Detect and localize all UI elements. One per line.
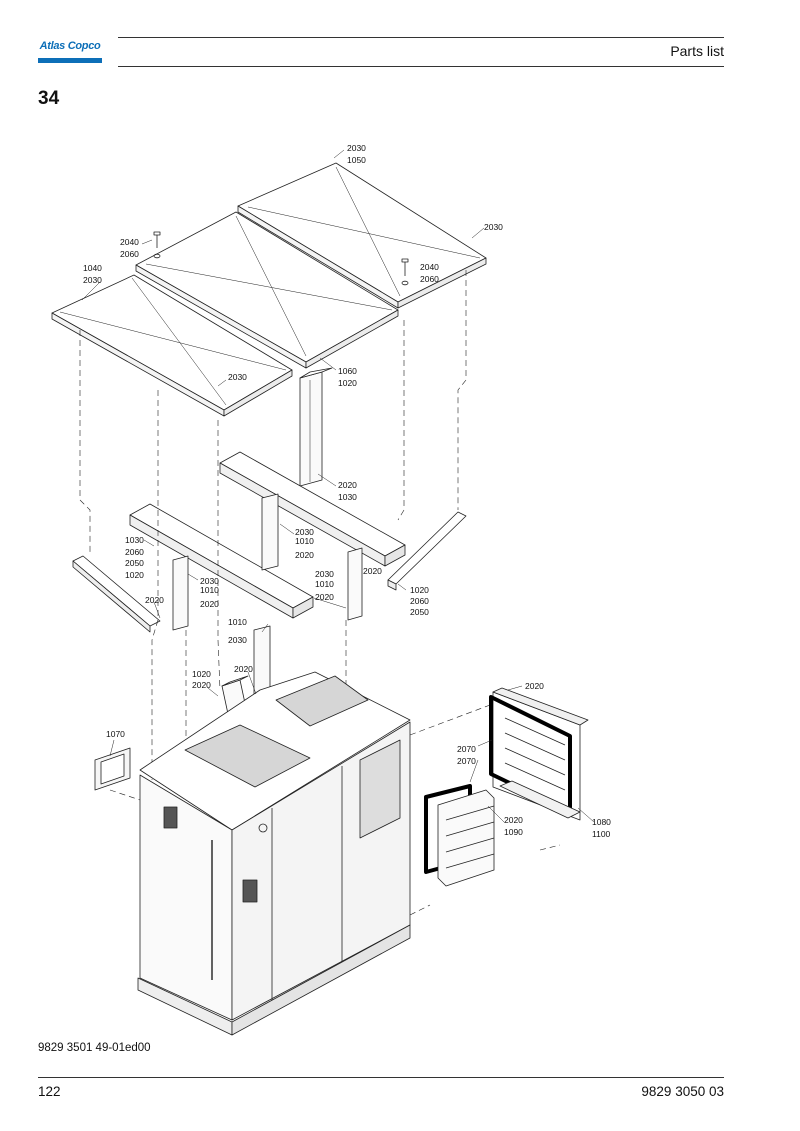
callout-2060: 2060 [120,249,139,259]
page-number: 122 [38,1084,61,1099]
callout-2030: 2030 [200,576,219,586]
callout-1080: 1080 [592,817,611,827]
section-number: 34 [38,88,60,109]
callout-1060: 1060 [338,366,357,376]
callout-2040: 2040 [120,237,139,247]
callout-2060: 2060 [420,274,439,284]
callout-2030: 2030 [83,275,102,285]
upper-beam [219,451,406,567]
roof-panel-right [237,162,487,309]
callout-2070: 2070 [457,744,476,754]
callout-1010: 1010 [295,536,314,546]
document-number: 9829 3050 03 [641,1084,724,1099]
callout-2020: 2020 [363,566,382,576]
atlas-copco-logo: Atlas Copco [38,36,102,66]
callout-2020: 2020 [192,680,211,690]
callout-labels: 2030 1050 2030 2040 2060 2040 2060 1040 … [83,143,611,839]
callout-1090: 1090 [504,827,523,837]
callout-1070: 1070 [106,729,125,739]
callout-1020: 1020 [192,669,211,679]
callout-1010: 1010 [200,585,219,595]
callout-2060: 2060 [410,596,429,606]
callout-2030: 2030 [484,222,503,232]
access-panel [94,747,131,791]
callout-1030: 1030 [125,535,144,545]
callout-2060: 2060 [125,547,144,557]
callout-2020: 2020 [295,550,314,560]
side-rail-left [72,555,161,633]
callout-1040: 1040 [83,263,102,273]
callout-2020: 2020 [525,681,544,691]
footer-rule [38,1077,724,1078]
callout-2070: 2070 [457,756,476,766]
callout-2020: 2020 [200,599,219,609]
callout-1020: 1020 [410,585,429,595]
louver-frame-large [489,687,589,821]
callout-1030: 1030 [338,492,357,502]
center-post [299,367,333,487]
louver-frame-small [424,784,495,887]
callout-1020: 1020 [125,570,144,580]
callout-1050: 1050 [347,155,366,165]
callout-2030: 2030 [315,569,334,579]
logo-bar [38,58,102,63]
callout-2020: 2020 [338,480,357,490]
leader-lines [81,149,595,823]
callout-2020: 2020 [504,815,523,825]
header-rule-top [118,37,724,38]
callout-2020: 2020 [315,592,334,602]
callout-1010: 1010 [315,579,334,589]
callout-2040: 2040 [420,262,439,272]
header-rule-bottom [118,66,724,67]
callout-2030: 2030 [347,143,366,153]
logo-wordmark: Atlas Copco [39,40,101,52]
callout-1010: 1010 [228,617,247,627]
uprights [172,493,363,703]
callout-2030: 2030 [228,635,247,645]
roof-panel-left [51,274,293,417]
callout-2020: 2020 [234,664,253,674]
callout-1100: 1100 [592,829,611,839]
side-rail-right [387,511,467,591]
callout-2030: 2030 [228,372,247,382]
callout-2050: 2050 [410,607,429,617]
callout-2020: 2020 [145,595,164,605]
callout-2030: 2030 [295,527,314,537]
roof-panel-middle [135,211,399,369]
compressor-enclosure [137,671,411,1036]
callout-2050: 2050 [125,558,144,568]
lower-beam [129,503,314,619]
header-title: Parts list [670,43,724,59]
roof-bolts [153,231,409,286]
assembly-lines [79,270,561,916]
callout-1020: 1020 [338,378,357,388]
drawing-reference: 9829 3501 49-01ed00 [38,1042,151,1054]
